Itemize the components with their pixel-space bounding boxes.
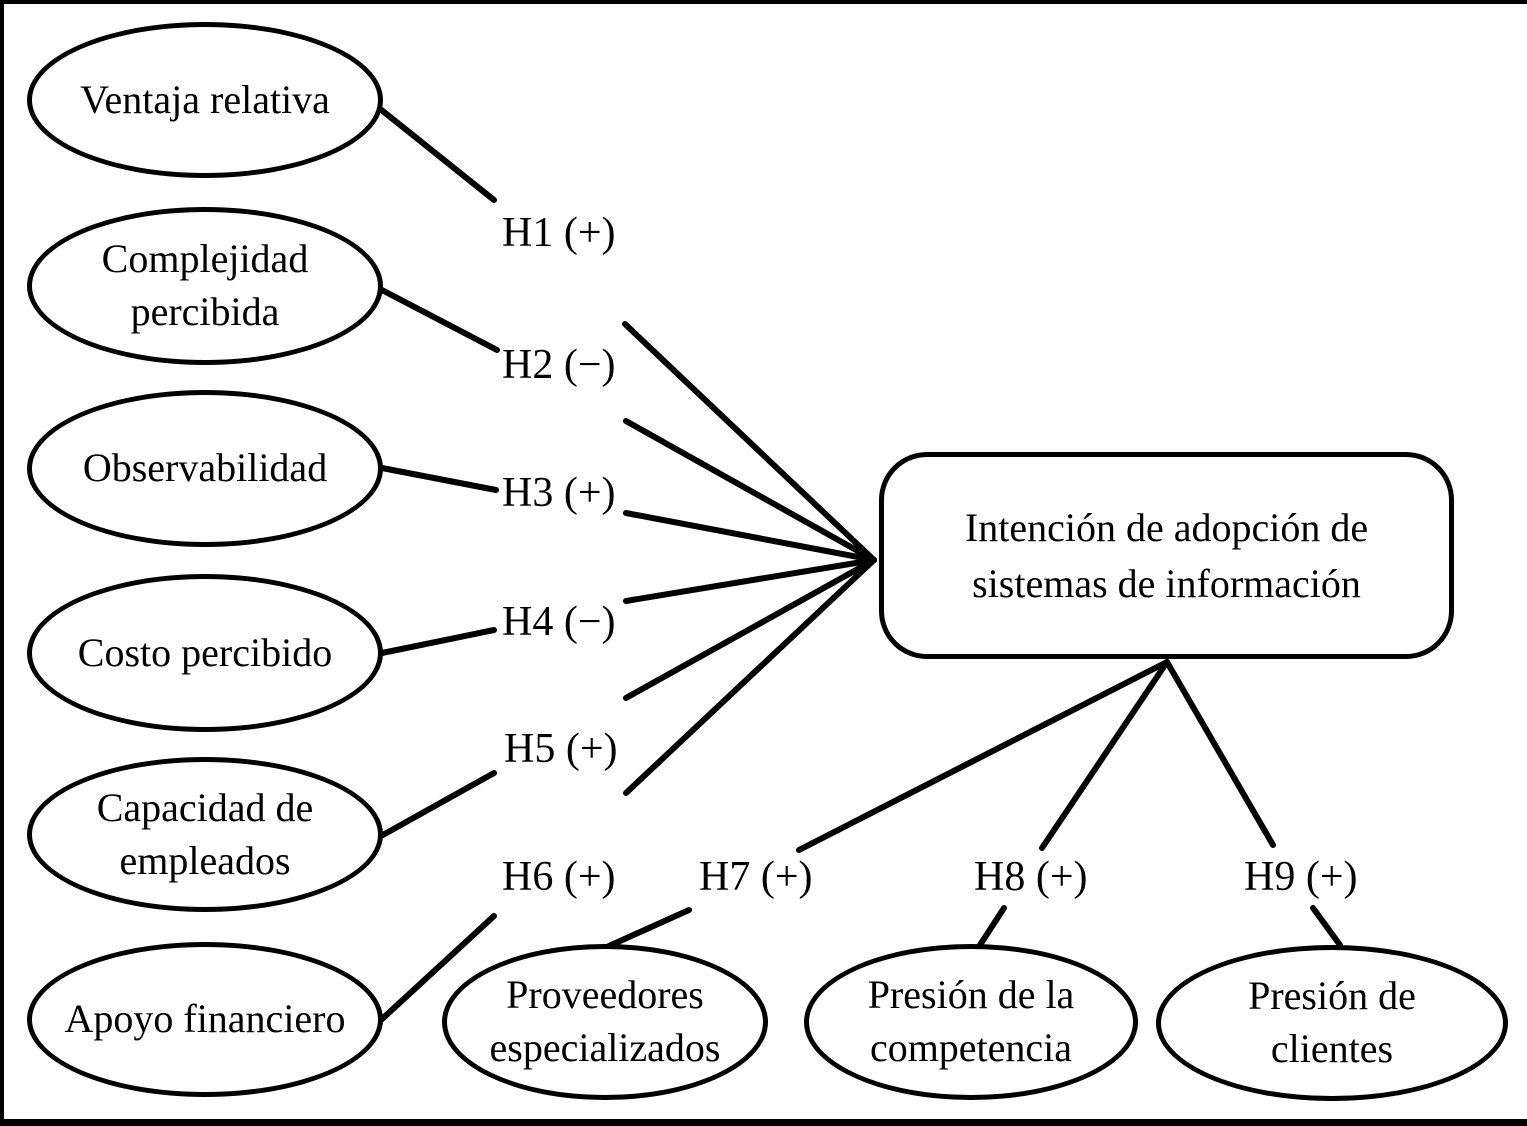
h8-line-from-box bbox=[1039, 659, 1170, 851]
h9-line-to-node bbox=[1310, 905, 1343, 948]
h1-line-to-box bbox=[622, 321, 877, 563]
hypothesis-label-h1: H1 (+) bbox=[502, 210, 616, 256]
h7-line-from-box bbox=[796, 659, 1170, 853]
h2-line-from-node bbox=[379, 287, 500, 353]
node-intencion-adopcion-box: Intención de adopción de sistemas de inf… bbox=[879, 452, 1454, 659]
hypothesis-label-h6: H6 (+) bbox=[502, 854, 616, 900]
node-observabilidad: Observabilidad bbox=[27, 390, 383, 547]
hypothesis-label-h2: H2 (−) bbox=[502, 342, 616, 388]
connector-lines bbox=[371, 101, 1343, 1023]
h6-line-from-node bbox=[378, 913, 497, 1023]
h4-line-to-box bbox=[623, 557, 877, 604]
h1-line-from-node bbox=[371, 101, 497, 203]
hypothesis-label-h3: H3 (+) bbox=[502, 470, 616, 516]
h4-line-from-node bbox=[379, 627, 497, 656]
hypothesis-label-h7: H7 (+) bbox=[699, 854, 813, 900]
node-capacidad-empleados: Capacidad de empleados bbox=[27, 757, 383, 912]
node-presion-competencia: Presión de la competencia bbox=[804, 944, 1138, 1100]
hypothesis-label-h5: H5 (+) bbox=[504, 726, 618, 772]
h2-line-to-box bbox=[623, 418, 877, 563]
node-ventaja-relativa: Ventaja relativa bbox=[27, 22, 383, 178]
node-complejidad-percibida: Complejidad percibida bbox=[27, 207, 383, 365]
h8-line-to-node bbox=[977, 905, 1007, 948]
h5-line-from-node bbox=[378, 770, 497, 839]
h6-line-to-box bbox=[623, 557, 877, 796]
h3-line-to-box bbox=[623, 510, 877, 563]
h7-line-to-node bbox=[606, 907, 692, 949]
hypothesis-label-h4: H4 (−) bbox=[502, 599, 616, 645]
hypothesis-label-h9: H9 (+) bbox=[1244, 854, 1358, 900]
h5-line-to-box bbox=[623, 557, 877, 701]
node-apoyo-financiero: Apoyo financiero bbox=[27, 942, 383, 1097]
h9-line-from-box bbox=[1164, 659, 1276, 848]
node-costo-percibido: Costo percibido bbox=[27, 574, 383, 732]
hypothesis-label-h8: H8 (+) bbox=[974, 854, 1088, 900]
node-proveedores-especializados: Proveedores especializados bbox=[442, 944, 768, 1100]
node-presion-clientes: Presión de clientes bbox=[1156, 945, 1508, 1101]
h3-line-from-node bbox=[379, 465, 499, 493]
